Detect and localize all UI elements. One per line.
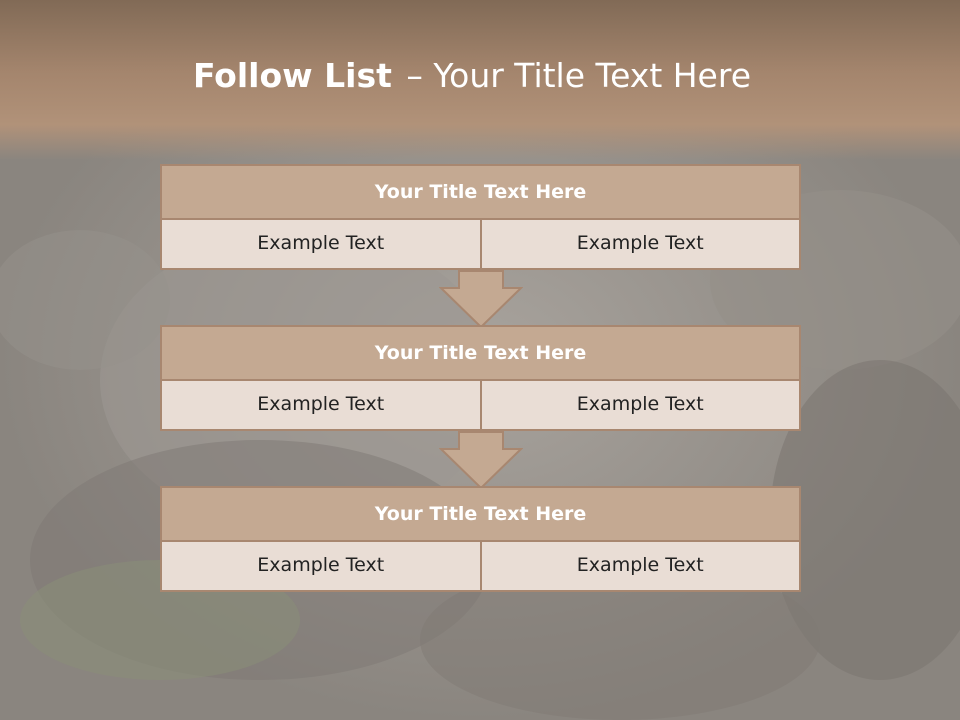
list-block-2: Your Title Text Here Example Text Exampl… [160, 325, 801, 431]
down-arrow-icon [439, 270, 523, 328]
block-title: Your Title Text Here [160, 164, 801, 220]
block-cell-right: Example Text [481, 220, 801, 270]
block-cell-right: Example Text [481, 542, 801, 592]
slide-title-rest: – Your Title Text Here [406, 56, 752, 95]
block-row: Example Text Example Text [160, 381, 801, 431]
block-cell-left: Example Text [160, 220, 482, 270]
block-cell-left: Example Text [160, 542, 482, 592]
block-cell-left: Example Text [160, 381, 482, 431]
slide-title: Follow List – Your Title Text Here [0, 52, 944, 100]
slide-title-bold: Follow List [192, 56, 392, 95]
block-row: Example Text Example Text [160, 220, 801, 270]
block-title: Your Title Text Here [160, 325, 801, 381]
block-row: Example Text Example Text [160, 542, 801, 592]
block-title: Your Title Text Here [160, 486, 801, 542]
list-block-1: Your Title Text Here Example Text Exampl… [160, 164, 801, 270]
list-block-3: Your Title Text Here Example Text Exampl… [160, 486, 801, 592]
block-cell-right: Example Text [481, 381, 801, 431]
header-band [0, 0, 960, 160]
down-arrow-icon [439, 431, 523, 489]
